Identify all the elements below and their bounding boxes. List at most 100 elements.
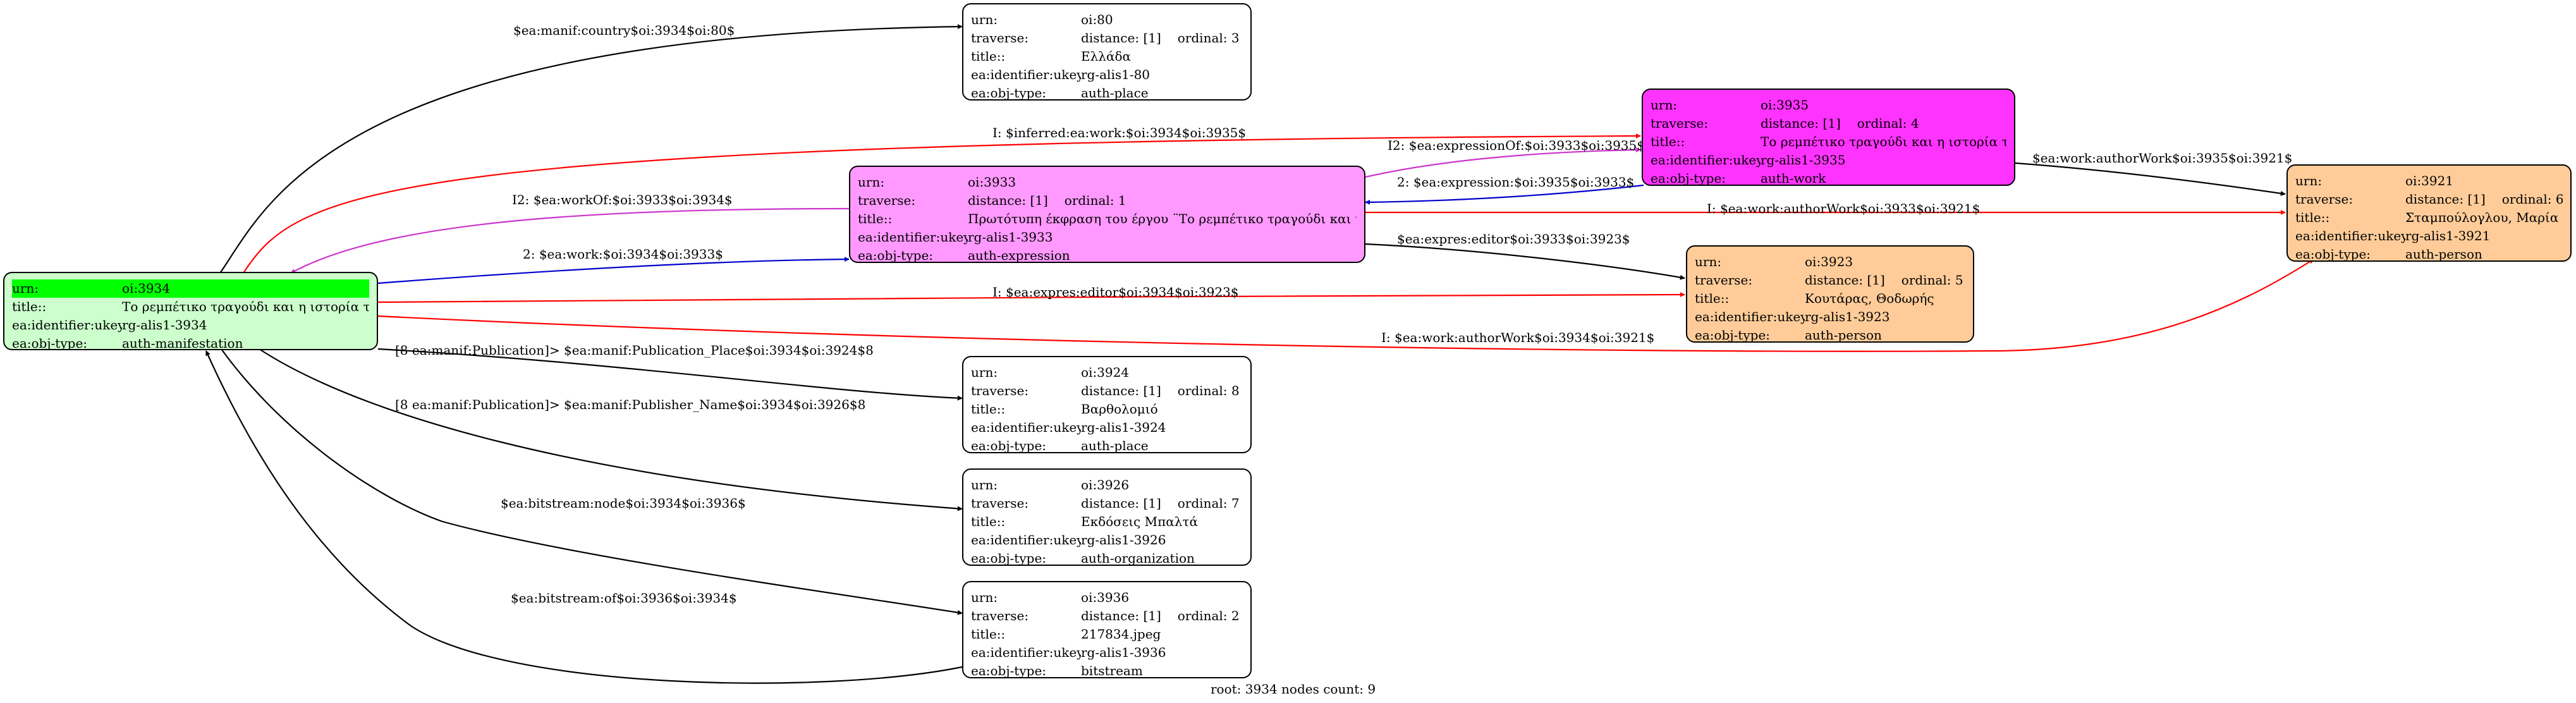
edge-label-work: 2: $ea:work:$oi:3934$oi:3933$ xyxy=(523,247,723,262)
edge-label-work-author-3935: $ea:work:authorWork$oi:3935$oi:3921$ xyxy=(2032,150,2293,166)
urn-value: oi:3923 xyxy=(1805,254,1853,269)
title-value: Το ρεμπέτικο τραγούδι και η ιστορία του xyxy=(1761,134,2006,149)
urn-key: urn: xyxy=(971,365,998,380)
urn-value: oi:3936 xyxy=(1081,590,1130,605)
edge-bitstream-of xyxy=(205,350,963,684)
ordinal-value: ordinal: 6 xyxy=(2501,192,2563,207)
distance-value: distance: [1] xyxy=(1081,383,1161,398)
urn-value: oi:3933 xyxy=(968,174,1016,190)
ukey-key: ea:identifier:ukey xyxy=(1695,309,1805,324)
node-oi3933[interactable]: urn:oi:3933 traverse:distance: [1]ordina… xyxy=(849,166,1365,263)
edge-expression-of xyxy=(1365,147,1641,178)
ukey-key: ea:identifier:ukey xyxy=(971,645,1081,660)
ukey-value: rg-alis1-3926 xyxy=(1081,532,1166,547)
traverse-key: traverse: xyxy=(2295,192,2353,207)
ukey-key: ea:identifier:ukey xyxy=(971,420,1081,435)
title-key: title:: xyxy=(2295,210,2330,225)
node-oi3936[interactable]: urn:oi:3936 traverse:distance: [1]ordina… xyxy=(962,581,1252,678)
title-value: Πρωτότυπη έκφραση του έργου ¨Το ρεμπέτικ… xyxy=(968,211,1357,226)
ukey-value: rg-alis1-3936 xyxy=(1081,645,1166,660)
edge-publisher-name xyxy=(259,348,963,511)
edge-label-publication-place: [8 ea:manif:Publication]> $ea:manif:Publ… xyxy=(395,343,874,358)
edge-label-expres-editor-3933: $ea:expres:editor$oi:3933$oi:3923$ xyxy=(1397,231,1630,247)
title-value: Το ρεμπέτικο τραγούδι και η ιστορία του xyxy=(122,299,369,314)
ukey-key: ea:identifier:ukey xyxy=(12,317,122,333)
edge-label-expression-of: I2: $ea:expressionOf:$oi:3933$oi:3935$ xyxy=(1388,138,1645,153)
title-value: Σταμπούλογλου, Μαρία xyxy=(2405,210,2559,225)
edge-label-work-of: I2: $ea:workOf:$oi:3933$oi:3934$ xyxy=(512,192,733,207)
urn-key: urn: xyxy=(971,477,998,492)
edge-publication-place xyxy=(377,348,963,401)
ordinal-value: ordinal: 1 xyxy=(1064,193,1126,208)
urn-key: urn: xyxy=(2295,173,2323,188)
title-value: 217834.jpeg xyxy=(1081,627,1161,642)
type-key: ea:obj-type: xyxy=(2295,247,2371,262)
ukey-value: rg-alis1-3934 xyxy=(122,317,207,333)
title-value: Ελλάδα xyxy=(1081,49,1132,64)
node-oi80[interactable]: urn:oi:80 traverse:distance: [1]ordinal:… xyxy=(962,3,1252,101)
ordinal-value: ordinal: 2 xyxy=(1177,608,1240,623)
type-key: ea:obj-type: xyxy=(1651,171,1726,186)
distance-value: distance: [1] xyxy=(1805,272,1885,288)
graph-footer: root: 3934 nodes count: 9 xyxy=(1211,682,1376,697)
type-value: auth-place xyxy=(1081,85,1149,101)
edge-label-work-author-3933: I: $ea:work:authorWork$oi:3933$oi:3921$ xyxy=(1707,201,1981,216)
traverse-key: traverse: xyxy=(971,608,1029,623)
node-urn-row: urn: oi:3934 xyxy=(12,279,369,298)
edge-work-author-3935 xyxy=(2015,162,2286,196)
ordinal-value: ordinal: 3 xyxy=(1177,30,1240,46)
edge-label-bitstream-of: $ea:bitstream:of$oi:3936$oi:3934$ xyxy=(511,590,737,606)
ordinal-value: ordinal: 7 xyxy=(1177,496,1240,511)
ordinal-value: ordinal: 8 xyxy=(1177,383,1240,398)
title-key: title:: xyxy=(858,211,893,226)
urn-value: oi:80 xyxy=(1081,12,1113,27)
distance-value: distance: [1] xyxy=(1081,608,1161,623)
title-key: title:: xyxy=(971,49,1006,64)
type-value: bitstream xyxy=(1081,663,1143,678)
ordinal-value: ordinal: 5 xyxy=(1901,272,1963,288)
traverse-key: traverse: xyxy=(1651,116,1709,131)
title-key: title:: xyxy=(12,299,47,314)
node-oi3926[interactable]: urn:oi:3926 traverse:distance: [1]ordina… xyxy=(962,468,1252,566)
node-oi3934[interactable]: urn: oi:3934 title::Το ρεμπέτικο τραγούδι… xyxy=(3,272,378,350)
edge-work-author-3934 xyxy=(377,259,2314,352)
title-value: Κουτάρας, Θοδωρής xyxy=(1805,291,1934,306)
urn-value: oi:3934 xyxy=(122,281,171,296)
edge-label-bitstream-node: $ea:bitstream:node$oi:3934$oi:3936$ xyxy=(501,496,746,511)
urn-key: urn: xyxy=(971,12,998,27)
traverse-key: traverse: xyxy=(971,30,1029,46)
edge-work xyxy=(377,257,850,284)
edge-label-publisher-name: [8 ea:manif:Publication]> $ea:manif:Publ… xyxy=(395,397,866,412)
node-oi3923[interactable]: urn:oi:3923 traverse:distance: [1]ordina… xyxy=(1686,245,1974,343)
distance-value: distance: [1] xyxy=(1761,116,1841,131)
type-key: ea:obj-type: xyxy=(971,551,1047,566)
distance-value: distance: [1] xyxy=(1081,496,1161,511)
edge-bitstream-node xyxy=(221,348,963,615)
ukey-value: rg-alis1-80 xyxy=(1081,67,1151,82)
type-value: auth-organization xyxy=(1081,551,1195,566)
edge-label-expres-editor-3934: I: $ea:expres:editor$oi:3934$oi:3923$ xyxy=(992,284,1239,300)
edge-label-inferred-work: I: $inferred:ea:work:$oi:3934$oi:3935$ xyxy=(992,125,1247,140)
node-oi3935[interactable]: urn:oi:3935 traverse:distance: [1]ordina… xyxy=(1642,89,2015,186)
edge-expression xyxy=(1365,184,1644,205)
urn-value: oi:3935 xyxy=(1761,97,1809,113)
urn-key: urn: xyxy=(858,174,885,190)
title-value: Εκδόσεις Μπαλτά xyxy=(1081,514,1198,529)
title-key: title:: xyxy=(1695,291,1730,306)
type-value: auth-place xyxy=(1081,438,1149,453)
type-value: auth-person xyxy=(1805,327,1882,343)
node-oi3921[interactable]: urn:oi:3921 traverse:distance: [1]ordina… xyxy=(2286,164,2572,262)
node-oi3924[interactable]: urn:oi:3924 traverse:distance: [1]ordina… xyxy=(962,356,1252,453)
type-key: ea:obj-type: xyxy=(12,336,88,350)
type-key: ea:obj-type: xyxy=(971,438,1047,453)
ukey-key: ea:identifier:ukey xyxy=(971,532,1081,547)
title-key: title:: xyxy=(971,514,1006,529)
title-key: title:: xyxy=(1651,134,1685,149)
urn-key: urn: xyxy=(12,281,39,296)
urn-key: urn: xyxy=(1695,254,1722,269)
ordinal-value: ordinal: 4 xyxy=(1857,116,1919,131)
traverse-key: traverse: xyxy=(971,496,1029,511)
edge-label-work-author-3934: I: $ea:work:authorWork$oi:3934$oi:3921$ xyxy=(1381,330,1655,345)
type-key: ea:obj-type: xyxy=(1695,327,1771,343)
